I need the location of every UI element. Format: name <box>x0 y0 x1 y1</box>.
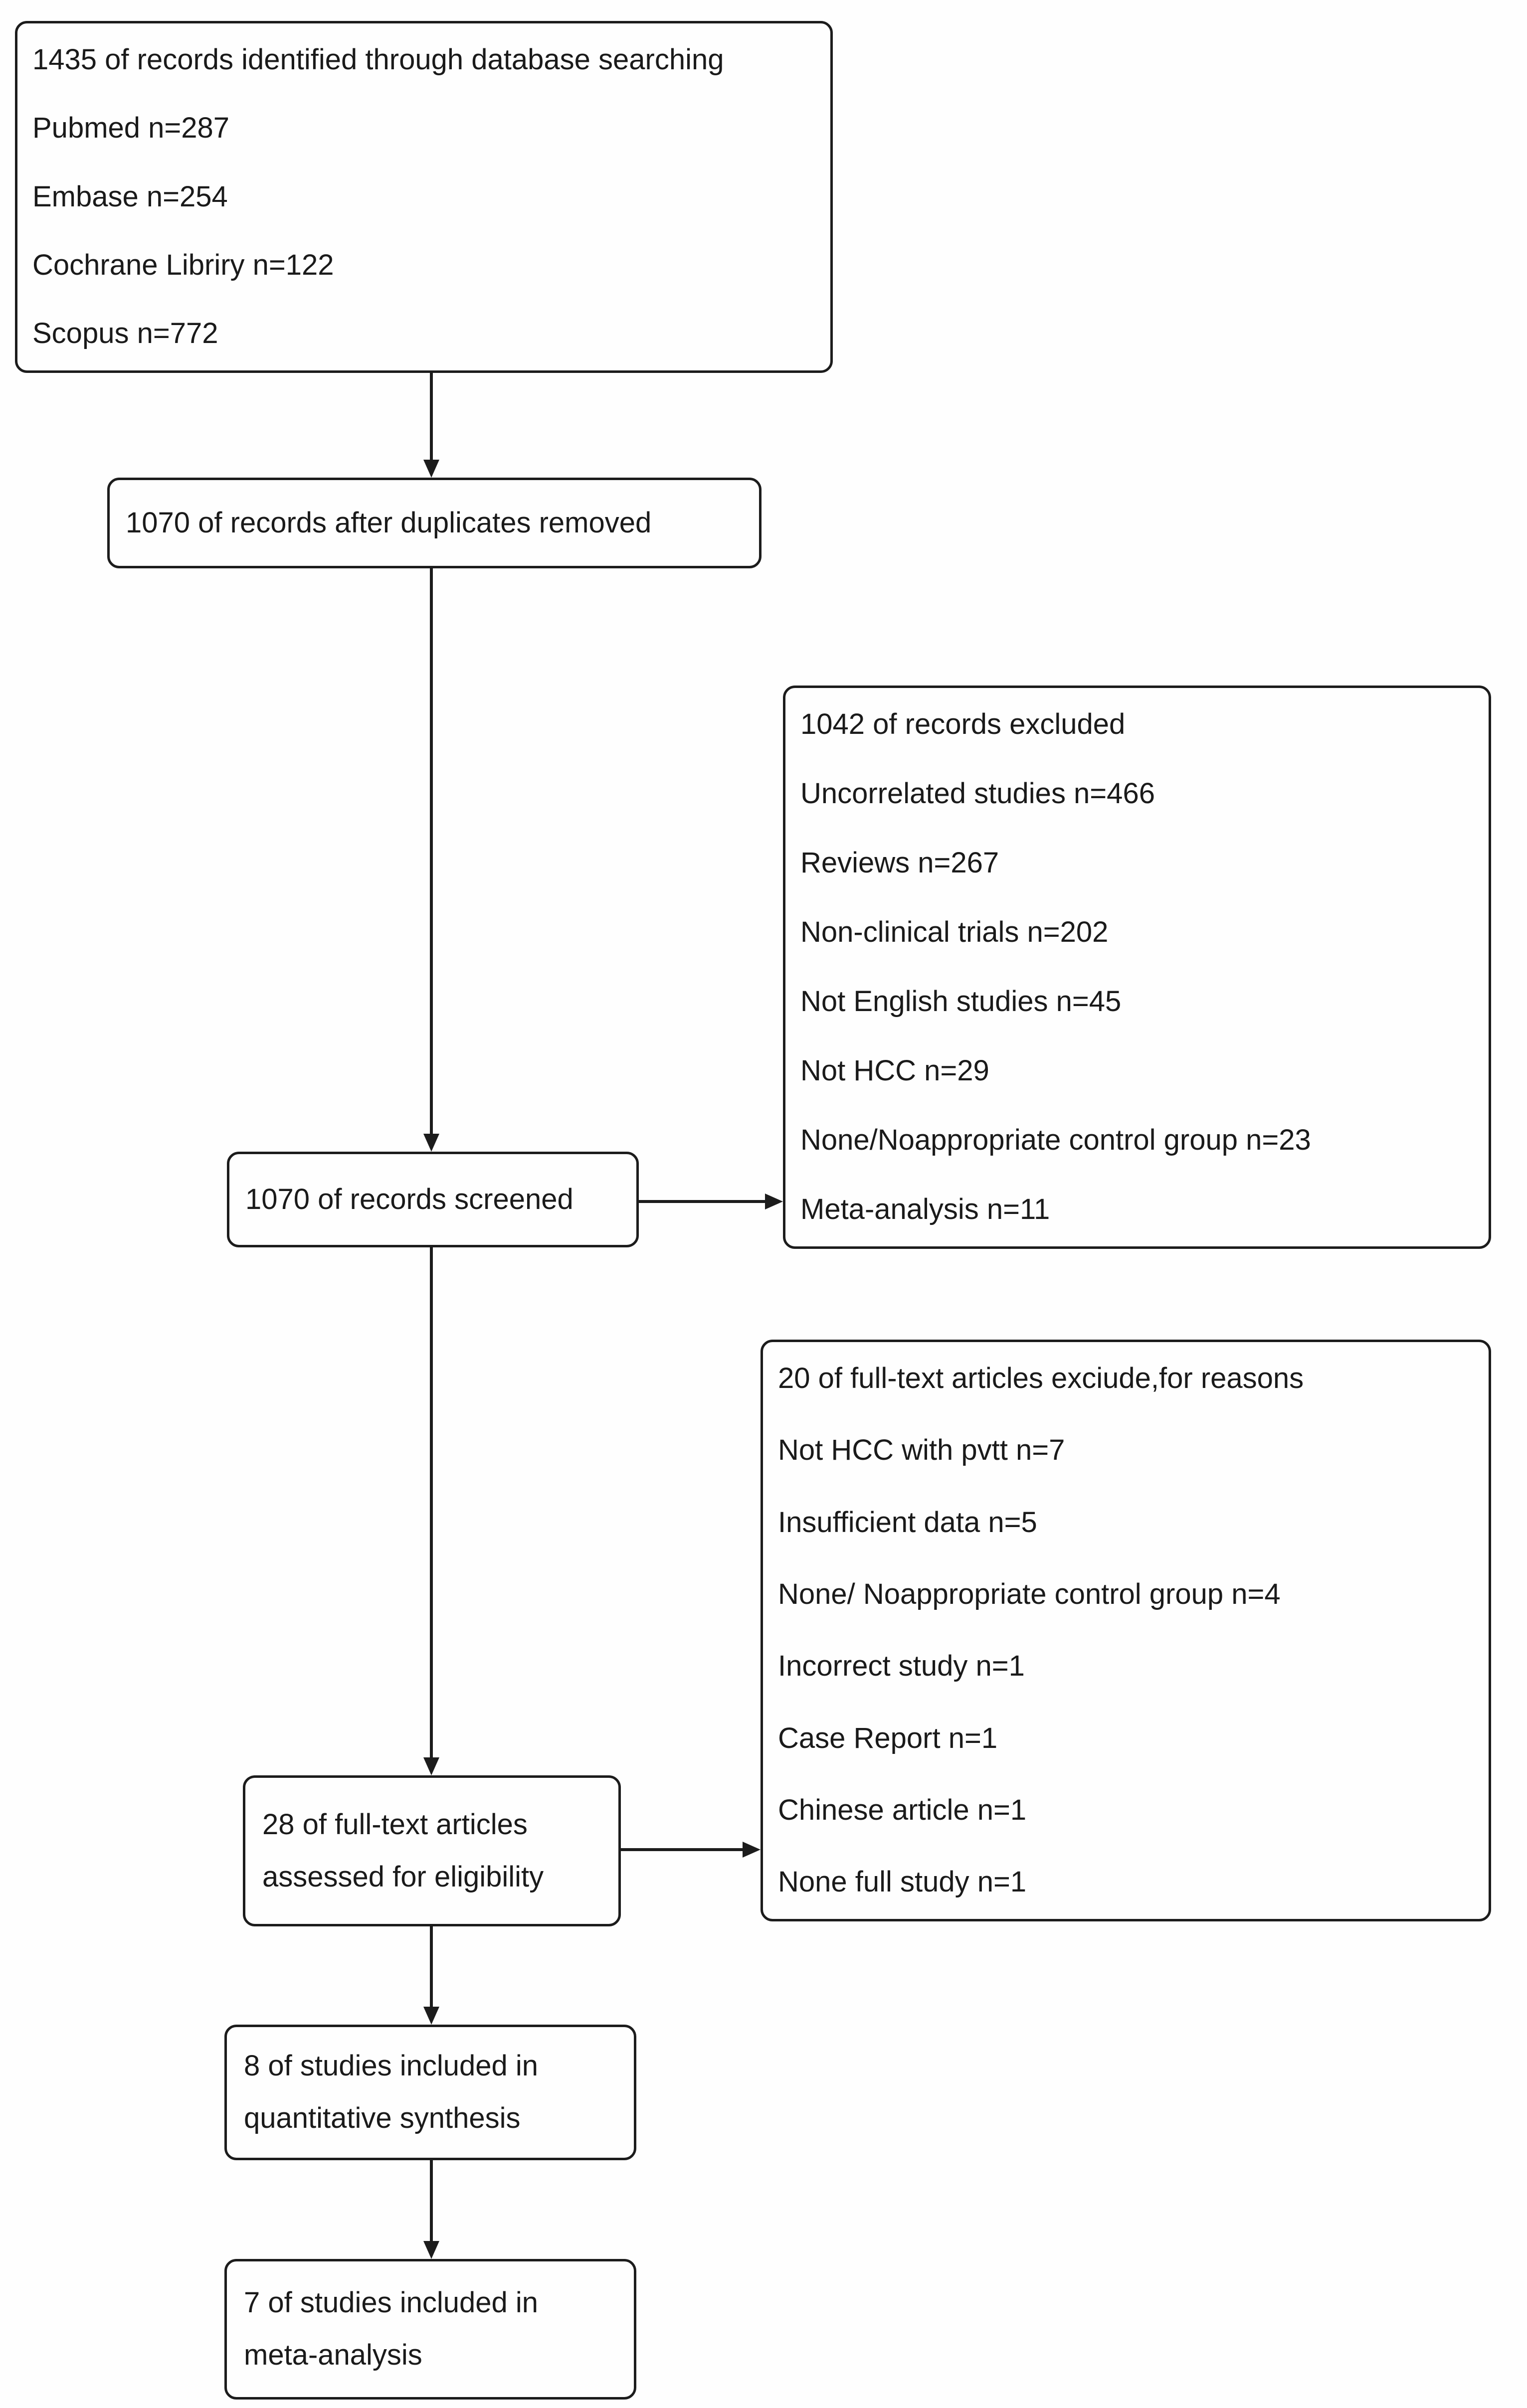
scopus-count: Scopus n=772 <box>32 317 218 350</box>
box-records-screened: 1070 of records screened <box>227 1152 639 1247</box>
duplicates-removed-text: 1070 of records after duplicates removed <box>126 506 652 539</box>
box-fulltext-assessed: 28 of full-text articles assessed for el… <box>243 1775 621 1926</box>
fulltext-excluded-title: 20 of full-text articles exciude,for rea… <box>778 1362 1304 1394</box>
incorrect-study-count: Incorrect study n=1 <box>778 1650 1025 1683</box>
embase-count: Embase n=254 <box>32 180 228 213</box>
none-full-study-count: None full study n=1 <box>778 1866 1027 1898</box>
box-meta-analysis: 7 of studies included in meta-analysis <box>224 2259 636 2400</box>
pubmed-count: Pubmed n=287 <box>32 112 230 145</box>
meta-analysis-line1: 7 of studies included in <box>244 2286 539 2319</box>
arrow-down-duplicates-to-screened <box>430 568 433 1135</box>
fulltext-assessed-line1: 28 of full-text articles <box>262 1808 528 1841</box>
arrow-down-screened-to-assessed <box>430 1247 433 1758</box>
quantitative-synthesis-line1: 8 of studies included in <box>244 2050 539 2082</box>
box-records-excluded: 1042 of records excluded Uncorrelated st… <box>783 686 1491 1249</box>
arrow-right-assessed-to-ftexcluded <box>621 1848 744 1851</box>
box-records-identified: 1435 of records identified through datab… <box>15 21 833 373</box>
non-clinical-trials-count: Non-clinical trials n=202 <box>800 916 1109 949</box>
box-fulltext-excluded: 20 of full-text articles exciude,for rea… <box>761 1340 1491 1921</box>
arrow-right-screened-to-excluded <box>639 1200 766 1203</box>
records-identified-title: 1435 of records identified through datab… <box>32 43 724 76</box>
chinese-article-count: Chinese article n=1 <box>778 1793 1027 1826</box>
arrow-down-assessed-to-quantitative <box>430 1926 433 2008</box>
arrow-down-identification-to-duplicates <box>430 373 433 461</box>
fulltext-assessed-line2: assessed for eligibility <box>262 1860 544 1893</box>
no-control-group-ft-count: None/ Noappropriate control group n=4 <box>778 1577 1281 1610</box>
reviews-count: Reviews n=267 <box>800 847 999 879</box>
box-duplicates-removed: 1070 of records after duplicates removed <box>107 478 762 568</box>
insufficient-data-count: Insufficient data n=5 <box>778 1506 1037 1539</box>
meta-analysis-excluded-count: Meta-analysis n=11 <box>800 1193 1050 1226</box>
records-excluded-title: 1042 of records excluded <box>800 708 1126 740</box>
not-hcc-pvtt-count: Not HCC with pvtt n=7 <box>778 1434 1065 1467</box>
arrow-down-quantitative-to-meta <box>430 2160 433 2242</box>
records-screened-text: 1070 of records screened <box>245 1183 573 1215</box>
quantitative-synthesis-line2: quantitative synthesis <box>244 2102 521 2134</box>
not-english-count: Not English studies n=45 <box>800 985 1122 1018</box>
case-report-count: Case Report n=1 <box>778 1721 998 1754</box>
not-hcc-count: Not HCC n=29 <box>800 1054 989 1087</box>
uncorrelated-studies-count: Uncorrelated studies n=466 <box>800 777 1155 810</box>
cochrane-count: Cochrane Libriry n=122 <box>32 248 334 281</box>
meta-analysis-line2: meta-analysis <box>244 2339 422 2371</box>
box-quantitative-synthesis: 8 of studies included in quantitative sy… <box>224 2025 636 2160</box>
no-control-group-count: None/Noappropriate control group n=23 <box>800 1124 1311 1157</box>
